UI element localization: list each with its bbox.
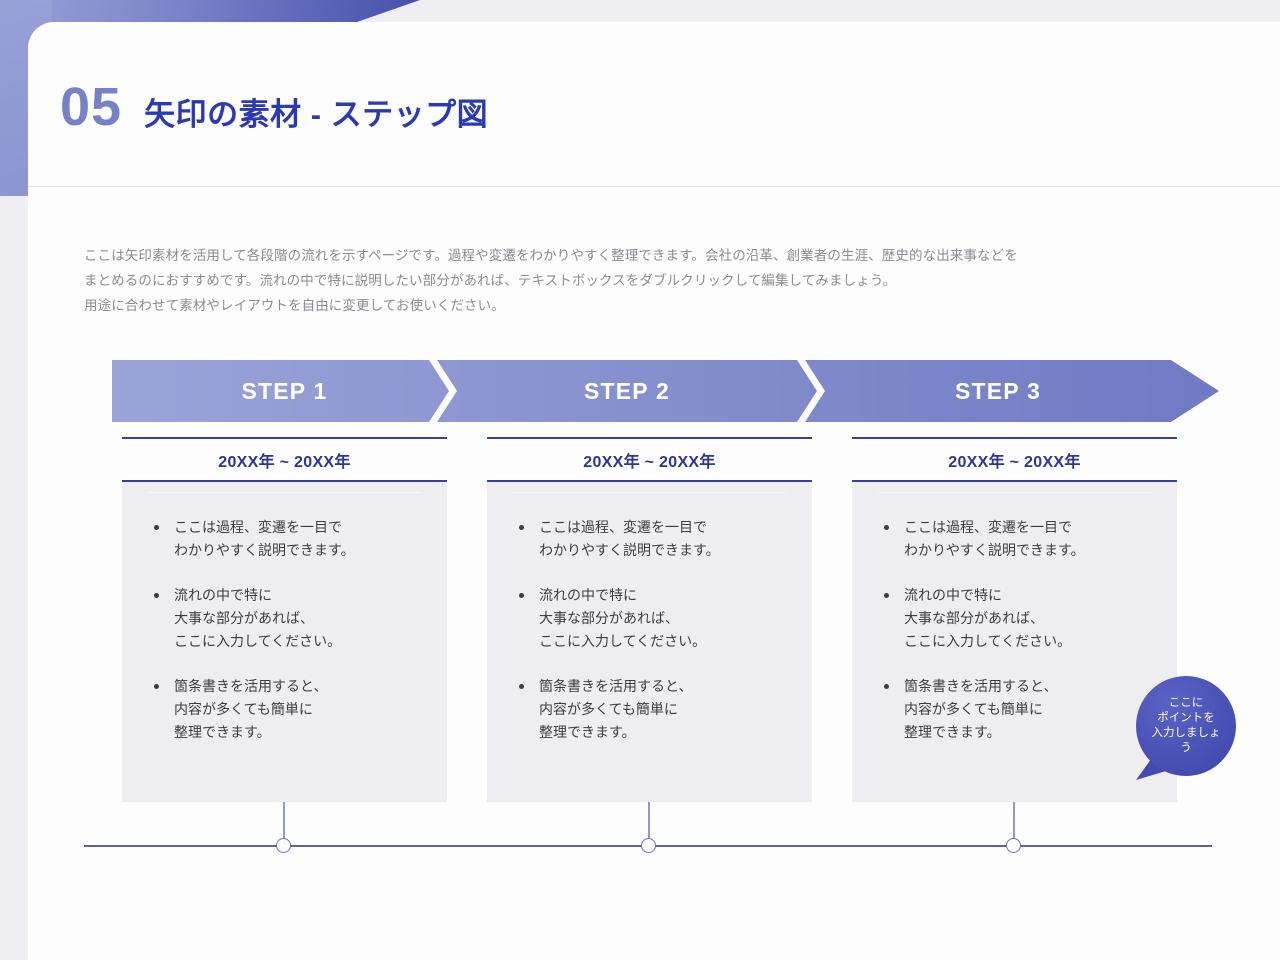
step-date-header-3: 20XX年 ~ 20XX年 [852, 437, 1177, 482]
callout-bubble[interactable]: ここに ポイントを 入力しましょ う [1136, 676, 1236, 776]
list-item: 流れの中で特に 大事な部分があれば、 ここに入力してください。 [880, 584, 1149, 653]
step-card-2: ここは過程、変遷を一目で わかりやすく説明できます。 流れの中で特に 大事な部分… [487, 482, 812, 802]
timeline-dot-2 [641, 838, 656, 853]
timeline-dot-3 [1006, 838, 1021, 853]
callout-bubble-text: ここに ポイントを 入力しましょ う [1151, 697, 1221, 754]
steps-section: STEP 1 STEP 2 STEP 3 20XX年 ~ 20XX年 ここは過程… [84, 360, 1219, 842]
step-column-1: 20XX年 ~ 20XX年 ここは過程、変遷を一目で わかりやすく説明できます。… [122, 437, 447, 802]
header-title-group: 05 矢印の素材 - ステップ図 [60, 80, 488, 134]
step-column-2: 20XX年 ~ 20XX年 ここは過程、変遷を一目で わかりやすく説明できます。… [487, 437, 812, 802]
intro-text: ここは矢印素材を活用して各段階の流れを示すページです。過程や変遷をわかりやすく整… [84, 248, 1018, 313]
step-date-2: 20XX年 ~ 20XX年 [583, 453, 716, 471]
timeline-connector-3 [1013, 802, 1015, 842]
step-bullet-list-1: ここは過程、変遷を一目で わかりやすく説明できます。 流れの中で特に 大事な部分… [150, 516, 419, 744]
step-date-1: 20XX年 ~ 20XX年 [218, 453, 351, 471]
timeline-connector-2 [648, 802, 650, 842]
list-item: 箇条書きを活用すると、 内容が多くても簡単に 整理できます。 [150, 675, 419, 744]
list-item: ここは過程、変遷を一目で わかりやすく説明できます。 [150, 516, 419, 562]
step-card-3: ここは過程、変遷を一目で わかりやすく説明できます。 流れの中で特に 大事な部分… [852, 482, 1177, 802]
step-date-header-2: 20XX年 ~ 20XX年 [487, 437, 812, 482]
timeline-connector-1 [283, 802, 285, 842]
step-label-3: STEP 3 [954, 377, 1042, 404]
slide-header: 05 矢印の素材 - ステップ図 [28, 22, 1280, 185]
step-arrow-band [112, 360, 1219, 422]
header-divider [28, 186, 1280, 187]
list-item: 箇条書きを活用すると、 内容が多くても簡単に 整理できます。 [515, 675, 784, 744]
step-label-1: STEP 1 [241, 377, 328, 404]
step-label-2: STEP 2 [583, 377, 671, 404]
step-card-1: ここは過程、変遷を一目で わかりやすく説明できます。 流れの中で特に 大事な部分… [122, 482, 447, 802]
list-item: ここは過程、変遷を一目で わかりやすく説明できます。 [515, 516, 784, 562]
list-item: 流れの中で特に 大事な部分があれば、 ここに入力してください。 [150, 584, 419, 653]
step-bullet-list-3: ここは過程、変遷を一目で わかりやすく説明できます。 流れの中で特に 大事な部分… [880, 516, 1149, 744]
step-column-3: 20XX年 ~ 20XX年 ここは過程、変遷を一目で わかりやすく説明できます。… [852, 437, 1177, 802]
page-title: 矢印の素材 - ステップ図 [144, 97, 489, 132]
step-date-3: 20XX年 ~ 20XX年 [948, 453, 1081, 471]
step-date-header-1: 20XX年 ~ 20XX年 [122, 437, 447, 482]
list-item: 箇条書きを活用すると、 内容が多くても簡単に 整理できます。 [880, 675, 1149, 744]
intro-paragraph: ここは矢印素材を活用して各段階の流れを示すページです。過程や変遷をわかりやすく整… [84, 243, 1194, 318]
page-number: 05 [60, 77, 123, 137]
list-item: 流れの中で特に 大事な部分があれば、 ここに入力してください。 [515, 584, 784, 653]
timeline-dot-1 [276, 838, 291, 853]
list-item: ここは過程、変遷を一目で わかりやすく説明できます。 [880, 516, 1149, 562]
step-bullet-list-2: ここは過程、変遷を一目で わかりやすく説明できます。 流れの中で特に 大事な部分… [515, 516, 784, 744]
